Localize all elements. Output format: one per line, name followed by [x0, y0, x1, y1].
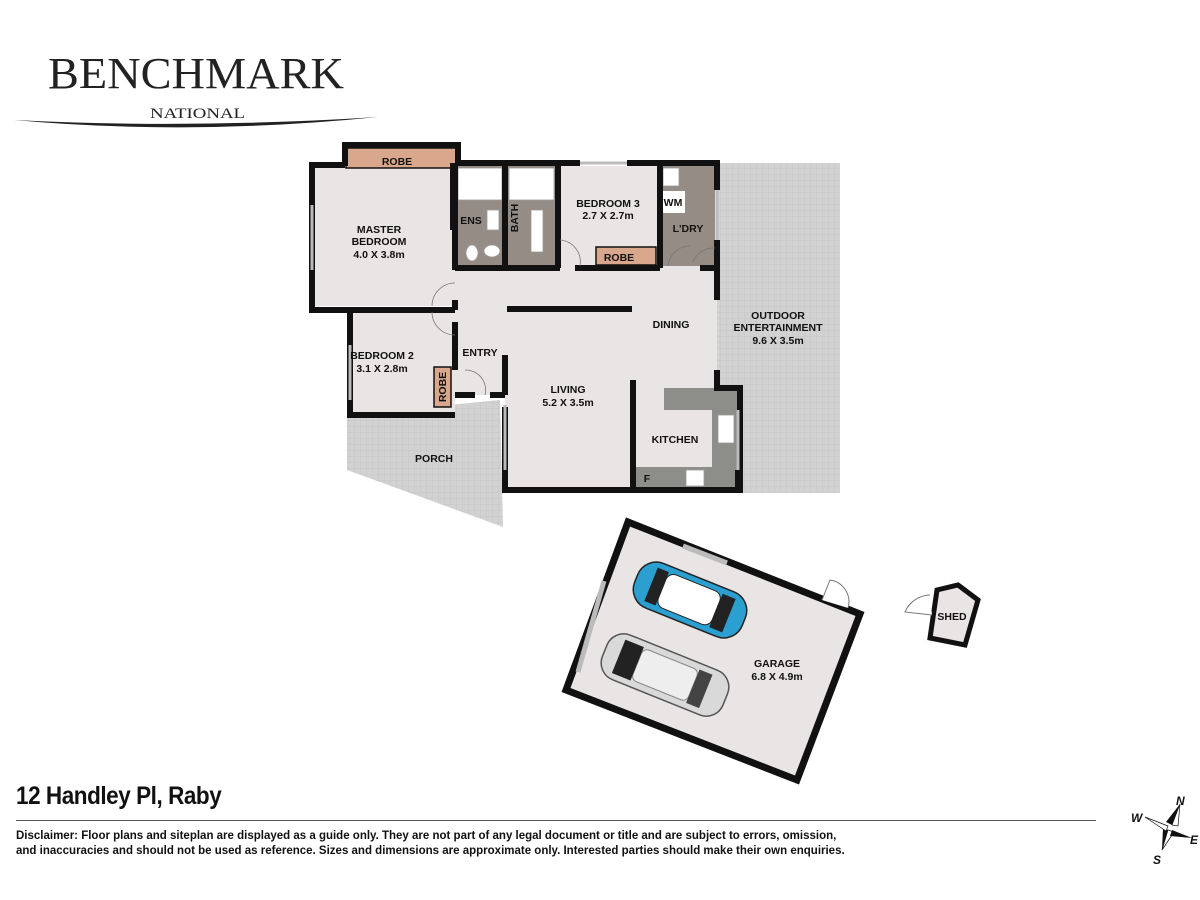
bath-label: BATH — [509, 204, 521, 232]
bedroom2-dims: 3.1 X 2.8m — [356, 363, 407, 375]
washing-machine-label: WM — [664, 197, 683, 209]
porch-label: PORCH — [415, 453, 453, 465]
compass-icon: N E S W — [1131, 794, 1199, 867]
bedroom3-label: BEDROOM 3 — [576, 198, 640, 210]
master-robe-label: ROBE — [382, 156, 412, 168]
car-silver-icon — [600, 633, 730, 717]
logo-subname: NATIONAL — [150, 106, 245, 122]
compass-e: E — [1190, 833, 1199, 847]
dining-label: DINING — [653, 319, 690, 331]
outdoor-label-2: ENTERTAINMENT — [733, 322, 823, 334]
fridge-label: F — [644, 473, 651, 485]
garage-dims: 6.8 X 4.9m — [751, 671, 802, 683]
disclaimer-line-1: Disclaimer: Floor plans and siteplan are… — [16, 830, 837, 842]
master-bedroom-label: MASTER — [357, 224, 402, 236]
master-bedroom-dims: 4.0 X 3.8m — [353, 249, 404, 261]
outdoor-dims: 9.6 X 3.5m — [752, 335, 803, 347]
compass-n: N — [1176, 794, 1185, 808]
divider — [16, 820, 1096, 821]
property-address: 12 Handley Pl, Raby — [16, 782, 222, 810]
garage-label: GARAGE — [754, 658, 800, 670]
laundry-label: L'DRY — [673, 223, 704, 235]
compass-s: S — [1153, 853, 1161, 867]
entry-label: ENTRY — [462, 347, 497, 359]
door-swings — [431, 239, 716, 396]
benchmark-logo: BENCHMARK NATIONAL — [14, 49, 378, 128]
house-floor — [312, 145, 738, 490]
kitchen-label: KITCHEN — [652, 434, 699, 446]
disclaimer-line-2: and inaccuracies and should not be used … — [16, 845, 845, 857]
living-dims: 5.2 X 3.5m — [542, 397, 593, 409]
garage: GARAGE 6.8 X 4.9m — [561, 517, 865, 785]
outdoor-label: OUTDOOR — [751, 310, 805, 322]
bedroom2-label: BEDROOM 2 — [350, 350, 414, 362]
ensuite-label: ENS — [460, 215, 482, 227]
living-label: LIVING — [550, 384, 585, 396]
logo-name: BENCHMARK — [48, 49, 344, 98]
bedroom2-robe-label: ROBE — [437, 372, 449, 402]
compass-w: W — [1131, 811, 1144, 825]
master-bedroom-label-2: BEDROOM — [352, 236, 407, 248]
car-blue-icon — [632, 561, 748, 639]
disclaimer: Disclaimer: Floor plans and siteplan are… — [16, 829, 1016, 859]
shed-label: SHED — [937, 611, 967, 623]
shed: SHED — [904, 582, 981, 648]
porch-area — [347, 400, 503, 527]
bedroom3-robe-label: ROBE — [604, 252, 634, 264]
bedroom3-dims: 2.7 X 2.7m — [582, 210, 633, 222]
windows — [310, 161, 740, 470]
